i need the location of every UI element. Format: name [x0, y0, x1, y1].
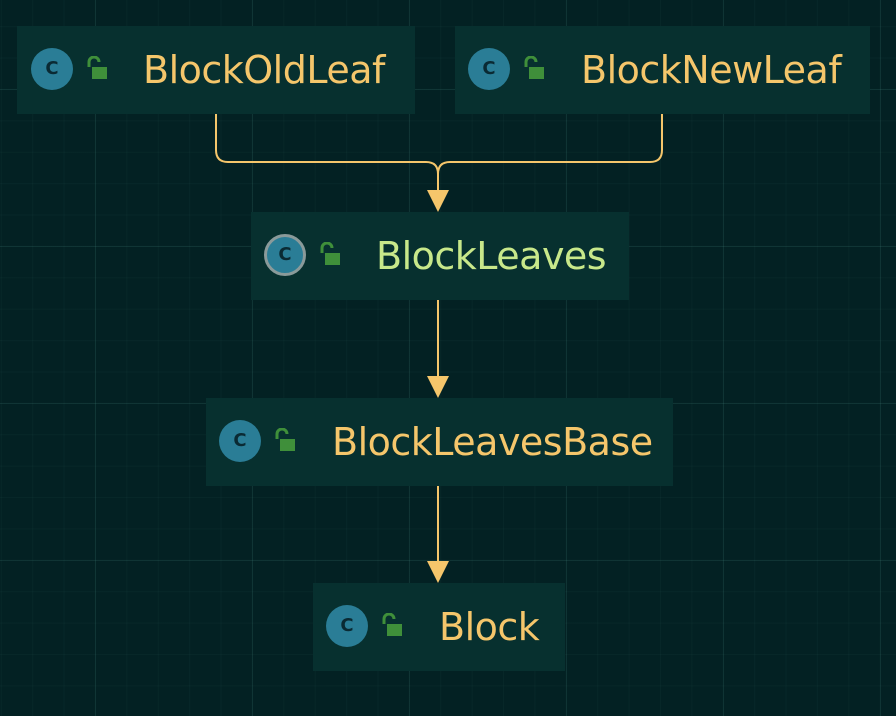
public-lock-icon: [87, 56, 107, 79]
public-lock-icon: [524, 56, 544, 79]
public-lock-icon: [382, 613, 402, 636]
node-block-old-leaf[interactable]: C BlockOldLeaf: [17, 26, 415, 114]
public-lock-icon: [320, 242, 340, 265]
arrowhead-blockleavesbase: [427, 376, 449, 398]
class-icon-letter: C: [482, 58, 496, 79]
class-icon-letter: C: [340, 615, 354, 636]
class-icon: C: [326, 605, 368, 647]
class-icon: C: [31, 48, 73, 90]
edge-blockoldleaf-to-blockleaves: [215, 114, 439, 194]
node-block[interactable]: C Block: [313, 583, 565, 671]
class-icon: C: [468, 48, 510, 90]
node-label: BlockLeavesBase: [332, 420, 653, 464]
class-icon-letter: C: [278, 244, 292, 265]
node-block-leaves-base[interactable]: C BlockLeavesBase: [206, 398, 673, 486]
abstract-class-icon: C: [264, 234, 306, 276]
node-label: BlockLeaves: [376, 234, 607, 278]
arrowhead-block: [427, 561, 449, 583]
class-icon-letter: C: [45, 58, 59, 79]
class-icon: C: [219, 420, 261, 462]
public-lock-icon: [275, 428, 295, 451]
node-label: Block: [439, 605, 540, 649]
node-label: BlockNewLeaf: [581, 48, 842, 92]
node-block-leaves[interactable]: C BlockLeaves: [251, 212, 629, 300]
node-block-new-leaf[interactable]: C BlockNewLeaf: [455, 26, 870, 114]
node-label: BlockOldLeaf: [143, 48, 385, 92]
class-icon-letter: C: [233, 430, 247, 451]
edge-blocknewleaf-to-blockleaves: [437, 114, 663, 194]
arrowhead-blockleaves: [427, 190, 449, 212]
